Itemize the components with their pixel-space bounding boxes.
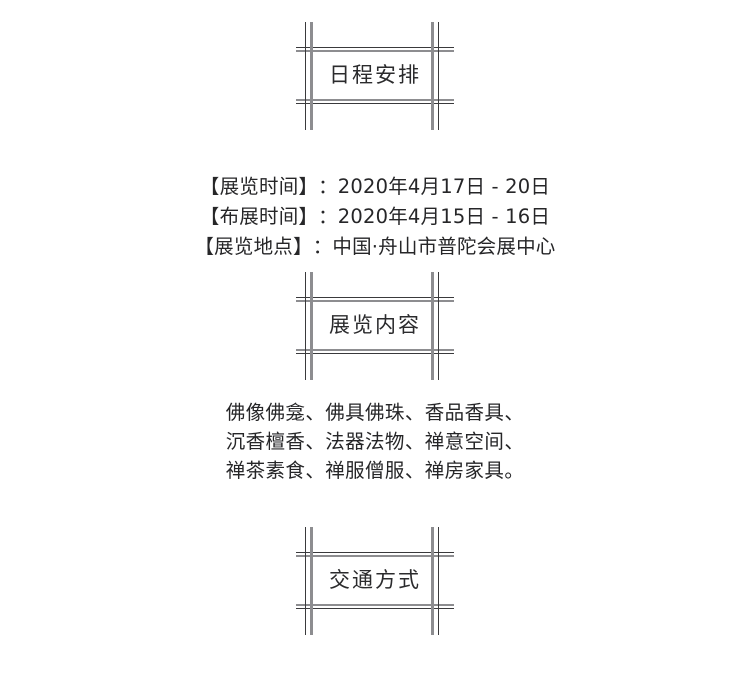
frame-bottom-rule-thin [296,608,454,609]
schedule-line: 【展览地点】：中国·舟山市普陀会展中心 [0,232,750,262]
frame-top-rule-thin [296,297,454,298]
decorative-frame: 交通方式 [291,527,459,645]
frame-left-rule-thick [310,22,313,130]
frame-bottom-rule-thick [296,99,454,101]
section-header-transport: 交通方式 [0,527,750,645]
schedule-line-label: 【展览时间】 [199,175,319,198]
section-header-schedule: 日程安排 [0,22,750,140]
exhibits-line: 禅茶素食、禅服僧服、禅房家具。 [225,459,525,482]
section-title-schedule: 日程安排 [329,63,421,87]
frame-bottom-rule-thin [296,353,454,354]
decorative-frame: 展览内容 [291,272,459,390]
schedule-line: 【展览时间】：2020年4月17日 - 20日 [0,172,750,202]
frame-right-rule-thick [431,22,434,130]
frame-left-rule-thin [305,22,306,130]
section-title-exhibits: 展览内容 [329,313,421,337]
frame-top-rule-thin [296,47,454,48]
schedule-line-value: ：2020年4月17日 - 20日 [318,175,551,198]
schedule-line-value: ：2020年4月15日 - 16日 [318,205,551,228]
exhibits-content-block: 佛像佛龛、佛具佛珠、香品香具、 沉香檀香、法器法物、禅意空间、 禅茶素食、禅服僧… [0,398,750,485]
schedule-line: 【布展时间】：2020年4月15日 - 16日 [0,202,750,232]
schedule-line-label: 【展览地点】 [194,235,313,258]
decorative-frame: 日程安排 [291,22,459,140]
exhibits-line: 佛像佛龛、佛具佛珠、香品香具、 [225,401,525,424]
exhibits-line: 沉香檀香、法器法物、禅意空间、 [225,430,525,453]
frame-bottom-rule-thick [296,349,454,351]
frame-left-rule-thin [305,272,306,380]
frame-top-rule-thick [296,300,454,302]
frame-right-rule-thick [431,272,434,380]
schedule-line-value: ：中国·舟山市普陀会展中心 [312,235,556,258]
frame-left-rule-thick [310,272,313,380]
section-header-exhibits: 展览内容 [0,272,750,390]
frame-bottom-rule-thin [296,103,454,104]
frame-top-rule-thick [296,50,454,52]
frame-bottom-rule-thick [296,604,454,606]
schedule-line-label: 【布展时间】 [199,205,319,228]
frame-right-rule-thick [431,527,434,635]
frame-right-rule-thin [438,22,439,130]
frame-right-rule-thin [438,527,439,635]
frame-left-rule-thin [305,527,306,635]
section-title-transport: 交通方式 [329,568,421,592]
frame-left-rule-thick [310,527,313,635]
schedule-info-block: 【展览时间】：2020年4月17日 - 20日 【布展时间】：2020年4月15… [0,172,750,262]
frame-top-rule-thin [296,552,454,553]
frame-right-rule-thin [438,272,439,380]
frame-top-rule-thick [296,555,454,557]
